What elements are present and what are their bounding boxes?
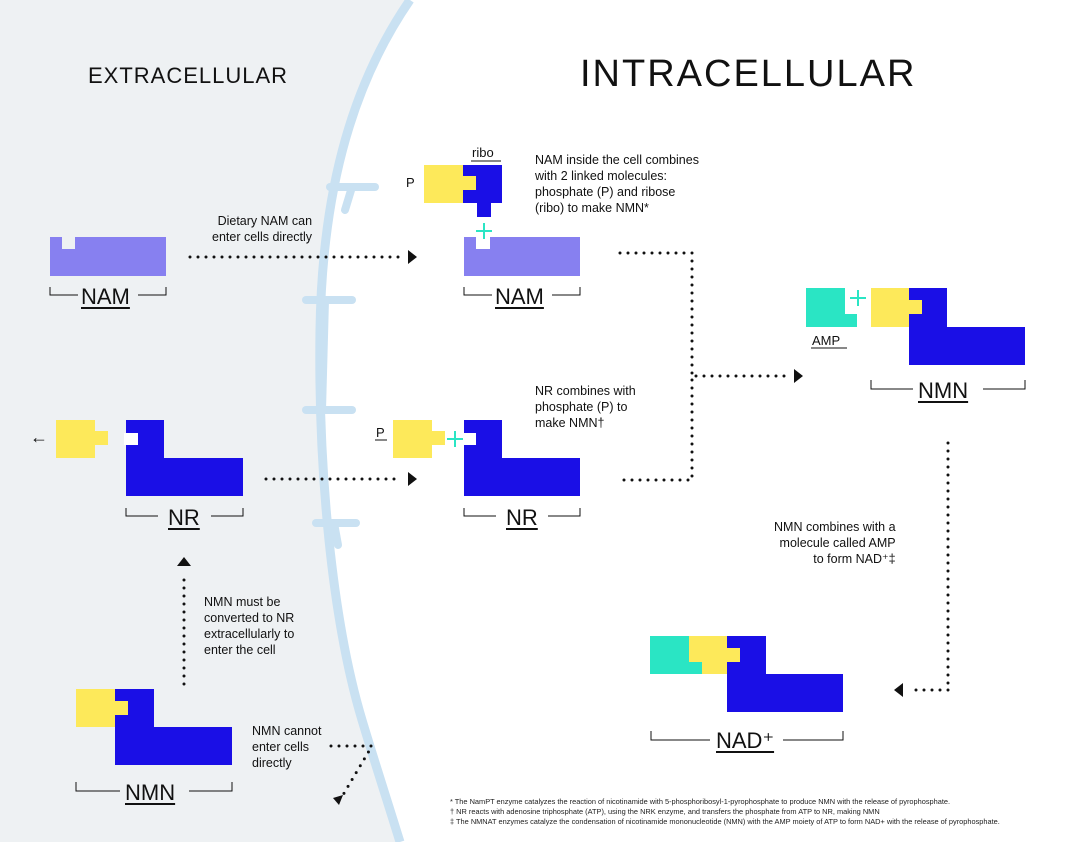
- nr-molecule-right: [464, 420, 580, 496]
- label-nad: NAD⁺: [716, 728, 775, 753]
- nam-molecule-left: [50, 237, 166, 276]
- nmn-blue-right: [909, 288, 1025, 365]
- membrane-channel: [326, 183, 379, 214]
- label-nr-left: NR: [168, 505, 200, 530]
- plus-sign-amp: [850, 290, 866, 306]
- extracellular-region: [0, 0, 405, 842]
- arrow-heads: [177, 250, 903, 805]
- nad-yellow: [689, 636, 740, 674]
- phosphate-released: [56, 420, 108, 458]
- nam-molecule-right: [464, 237, 580, 276]
- label-nmn-bottom: NMN: [125, 780, 176, 805]
- nam-right-bracket: [463, 287, 581, 296]
- footnote: * The NamPT enzyme catalyzes the reactio…: [450, 797, 951, 806]
- label-amp: AMP: [812, 333, 841, 348]
- phosphate-block-nr: [393, 420, 445, 458]
- label-nmn-right: NMN: [918, 378, 969, 403]
- arrow-nmn-blocked: [329, 744, 375, 802]
- nad-blue: [727, 636, 843, 712]
- nr-left-bracket: [125, 508, 244, 517]
- membrane-channel: [302, 296, 356, 414]
- nad-bracket: [650, 731, 844, 741]
- extracellular-title: EXTRACELLULAR: [88, 63, 289, 88]
- label-ribo: ribo: [472, 145, 494, 160]
- label-p-nr: P: [376, 425, 385, 440]
- footnotes: * The NamPT enzyme catalyzes the reactio…: [450, 797, 1000, 827]
- footnote: † NR reacts with adenosine triphosphate …: [450, 807, 880, 816]
- footnote: ‡ The NMNAT enzymes catalyze the condens…: [450, 817, 1000, 826]
- dotted-arrows: [182, 251, 950, 802]
- nmn-right-bracket: [870, 380, 1026, 390]
- plus-sign-nr: [447, 431, 463, 447]
- nr-gap-marker: [124, 433, 138, 445]
- label-nam-left: NAM: [81, 284, 130, 309]
- amp-block: [806, 288, 857, 327]
- membrane-channel: [312, 519, 360, 549]
- label-nam-right: NAM: [495, 284, 544, 309]
- arrow-nam-to-nmn: [618, 251, 694, 378]
- label-nr-right: NR: [506, 505, 538, 530]
- arrow-left-icon: ←: [30, 427, 48, 447]
- nmn-blue-bottom: [115, 689, 232, 765]
- ribose-block-top: [463, 165, 502, 217]
- label-p-top: P: [406, 175, 415, 190]
- nmn-yellow-right: [871, 288, 922, 327]
- nr-molecule-left: [126, 420, 243, 496]
- cell-membrane: [315, 0, 414, 842]
- plus-sign-top: [476, 223, 492, 239]
- arrow-nr-to-nmn: [622, 374, 792, 482]
- nr-right-bracket: [463, 508, 581, 517]
- intracellular-title: INTRACELLULAR: [580, 53, 917, 95]
- nam-left-bracket: [49, 287, 167, 296]
- nmn-bottom-bracket: [75, 782, 233, 792]
